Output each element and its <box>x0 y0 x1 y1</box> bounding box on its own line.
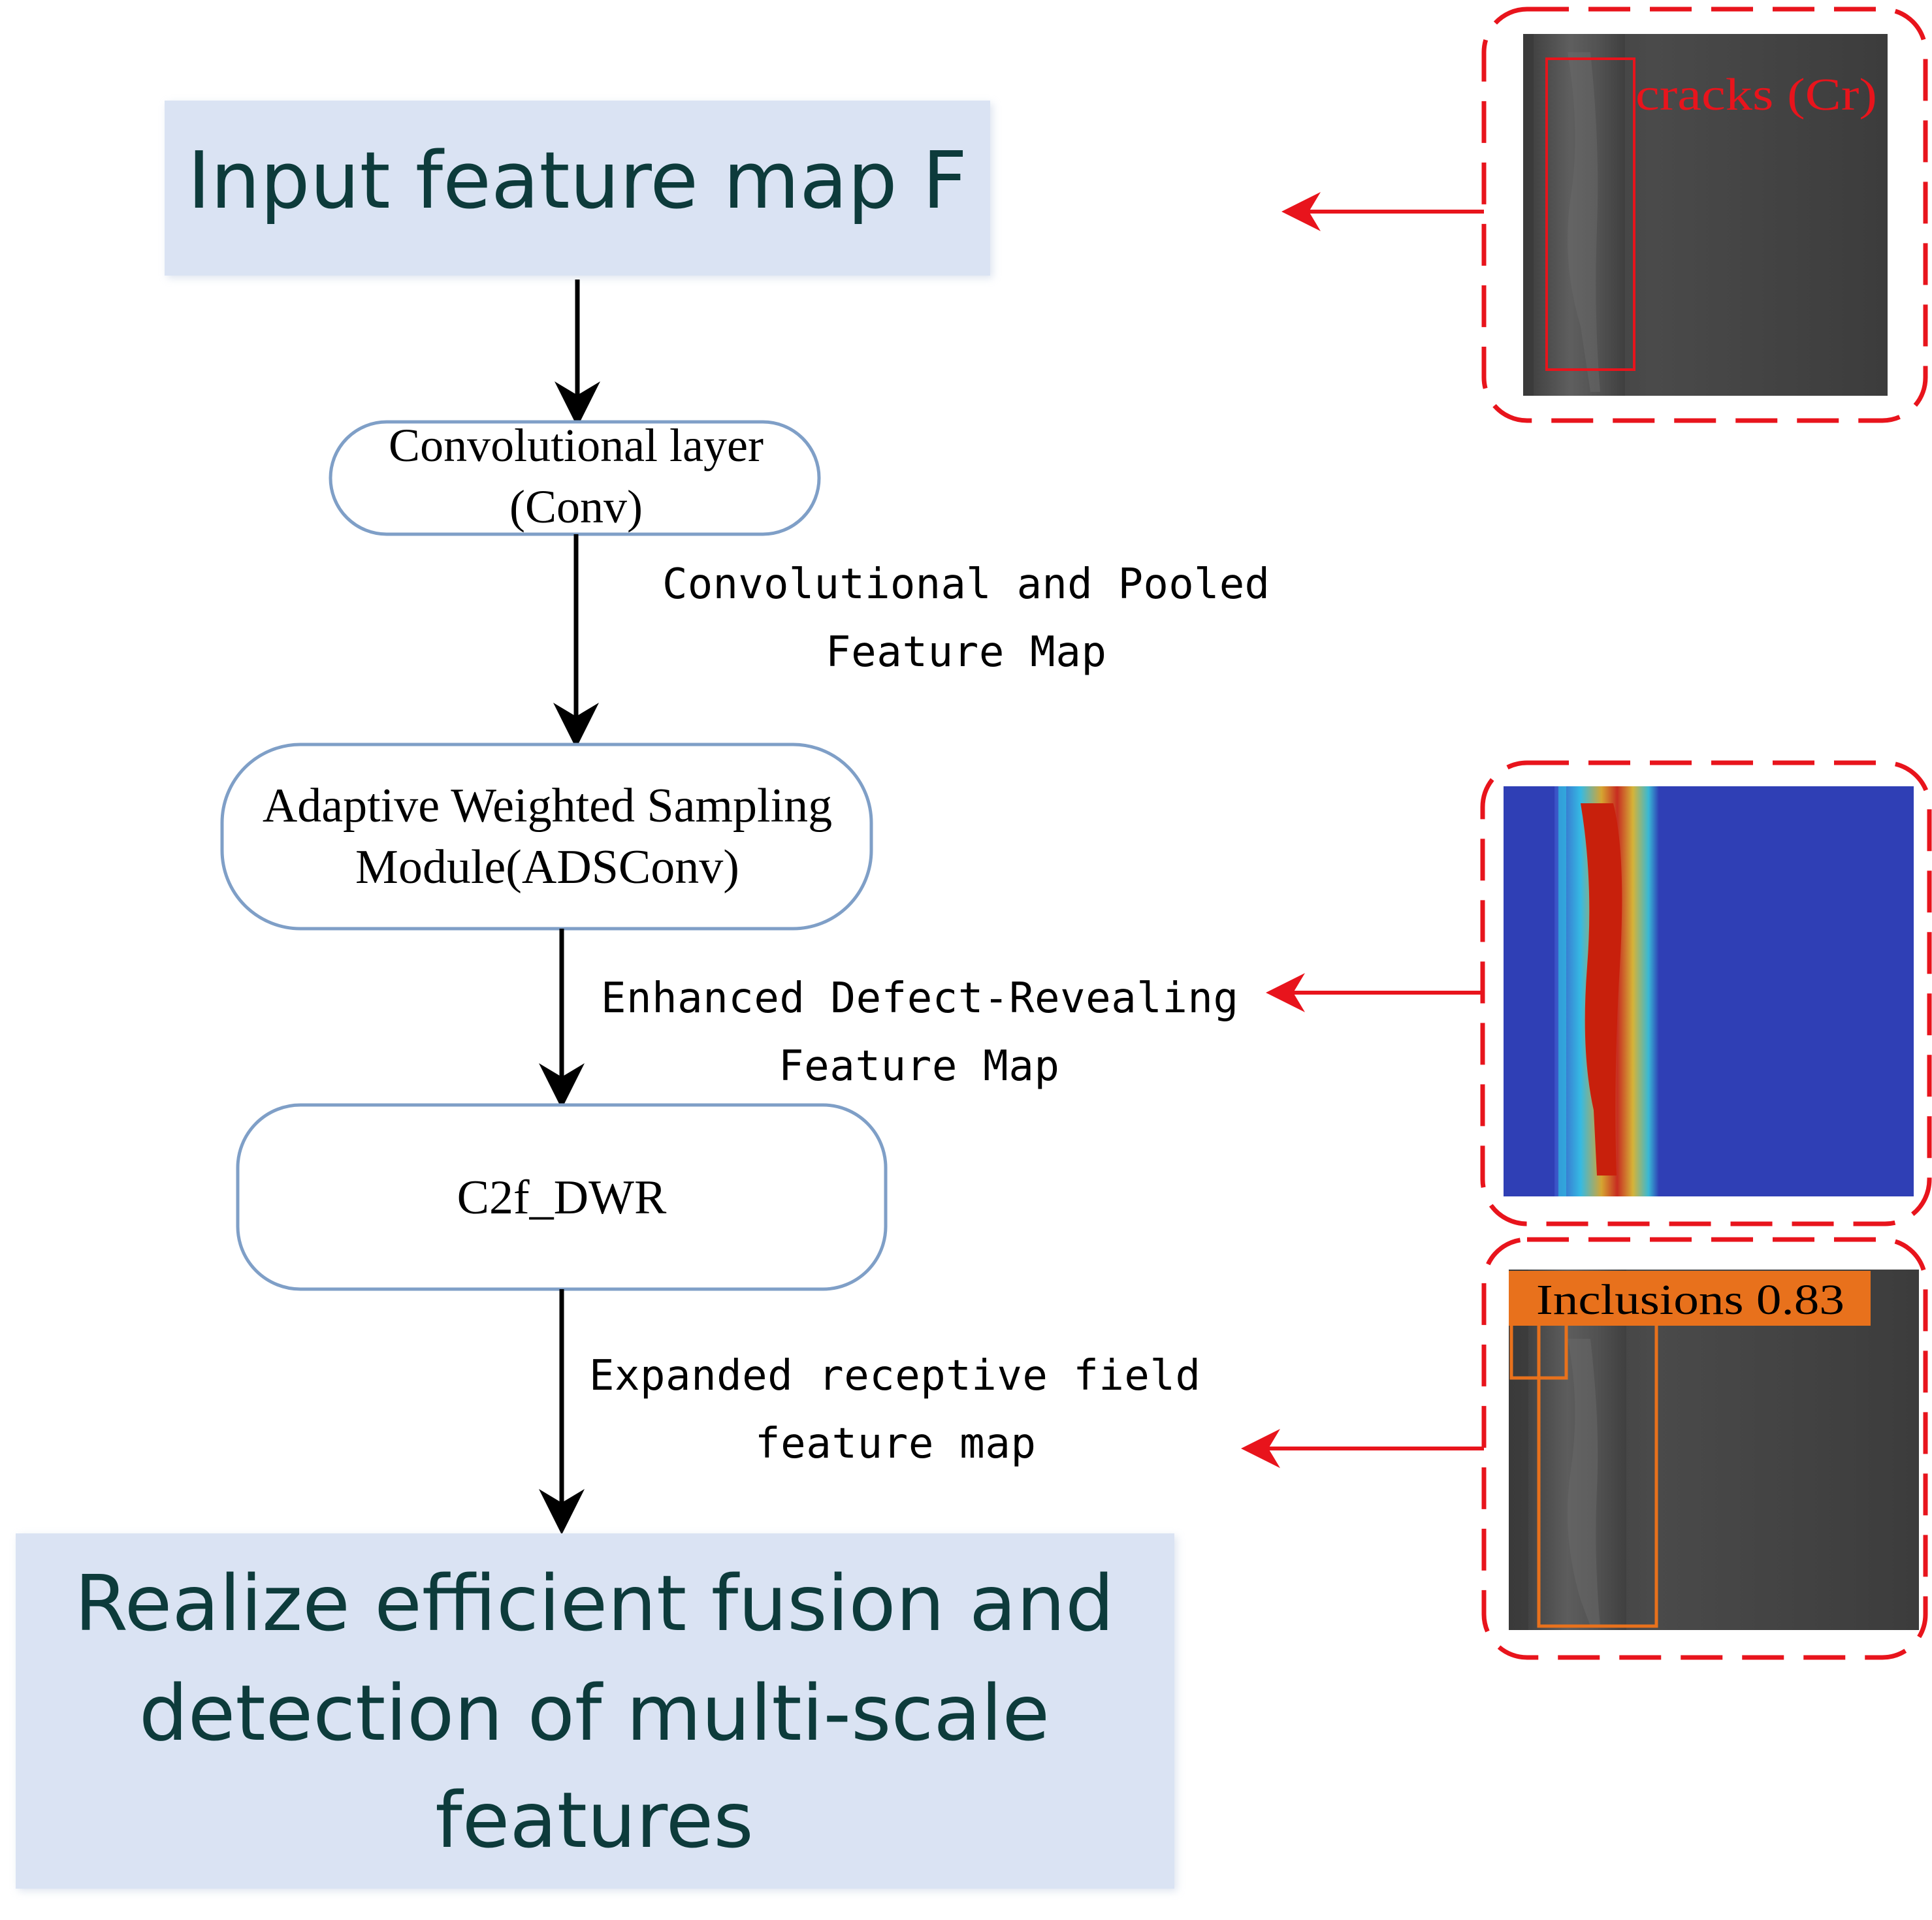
edge-label-enhanced-line1: Enhanced Defect-Revealing <box>601 974 1238 1023</box>
c2f-node-label: C2f_DWR <box>457 1171 667 1224</box>
ads-node: Adaptive Weighted Sampling Module(ADSCon… <box>220 743 873 931</box>
conv-node: Convolutional layer (Conv) <box>329 419 821 536</box>
edge-label-expanded-line1: Expanded receptive field <box>589 1352 1200 1400</box>
detection-label: Inclusions 0.83 <box>1536 1276 1844 1324</box>
detection-image-panel: Inclusions 0.83 <box>1241 1237 1928 1660</box>
conv-node-label-line1: Convolutional layer <box>389 419 764 472</box>
input-node-label: Input feature map F <box>187 136 967 227</box>
crack-image <box>1523 34 1888 396</box>
input-node: Input feature map F <box>165 101 993 278</box>
ads-node-label-line2: Module(ADSConv) <box>355 840 739 894</box>
heatmap-image <box>1504 786 1914 1196</box>
c2f-node: C2f_DWR <box>236 1103 888 1291</box>
heatmap-image-panel <box>1266 760 1932 1226</box>
edge-label-pooled-line1: Convolutional and Pooled <box>662 560 1270 609</box>
conv-node-label-line2: (Conv) <box>509 481 643 533</box>
edge-label-enhanced-line2: Feature Map <box>779 1042 1059 1091</box>
ads-node-label-line1: Adaptive Weighted Sampling <box>263 779 832 833</box>
crack-bounding-box <box>1545 57 1635 371</box>
detection-label-background <box>1509 1271 1871 1326</box>
crack-image-panel: cracks (Cr) <box>1281 7 1928 423</box>
output-node-label-line3: features <box>435 1775 754 1865</box>
output-node-label-line2: detection of multi-scale <box>139 1668 1050 1758</box>
output-node: Realize efficient fusion and detection o… <box>16 1533 1177 1891</box>
output-node-label-line1: Realize efficient fusion and <box>74 1558 1114 1648</box>
edge-label-expanded-line2: feature map <box>755 1420 1036 1468</box>
detection-image <box>1509 1270 1919 1630</box>
crack-label: cracks (Cr) <box>1635 70 1877 120</box>
edge-label-pooled-line2: Feature Map <box>826 628 1106 677</box>
